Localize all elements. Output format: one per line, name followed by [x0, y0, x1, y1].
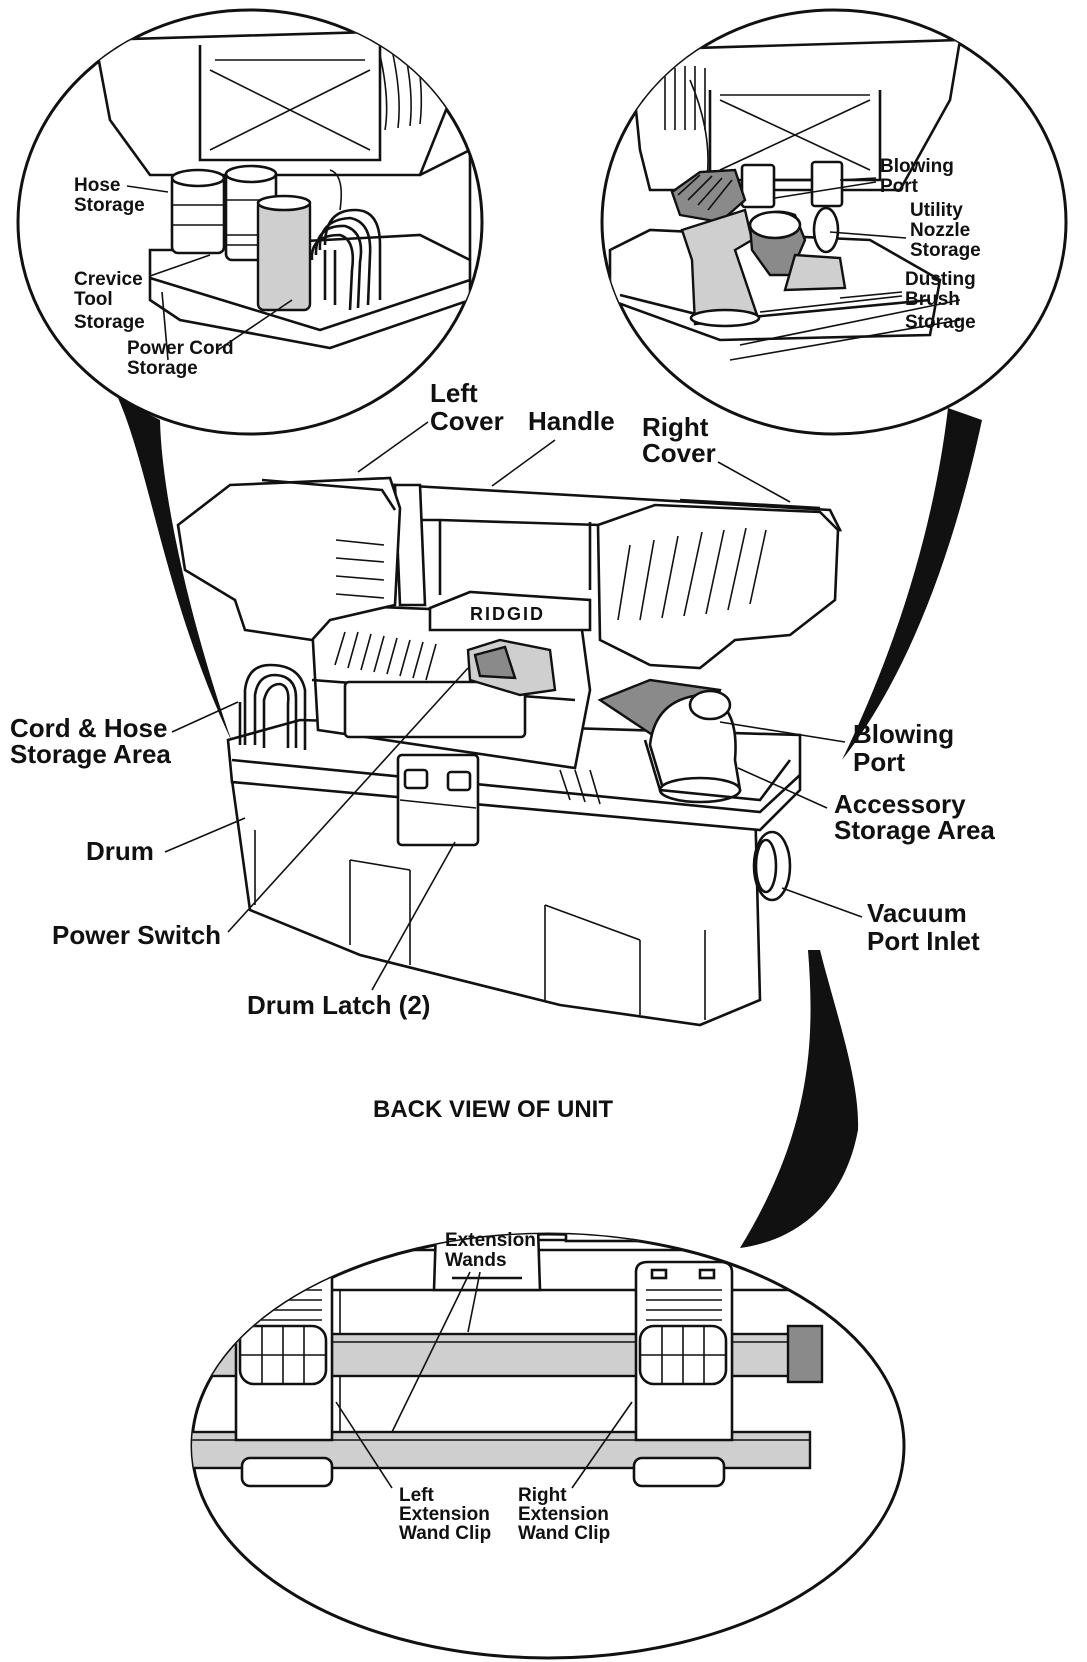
main-leader-lines: [164, 421, 863, 991]
left-extension-wand-clip-label: Left Extension Wand Clip: [399, 1485, 495, 1544]
hose-storage-label: Hose Storage: [74, 175, 145, 216]
blowing-port-label: Blowing Port: [853, 719, 961, 777]
drum-body: [230, 778, 762, 1027]
right-extension-wand-clip-label: Right Extension Wand Clip: [518, 1485, 614, 1544]
drum-label: Drum: [86, 836, 154, 866]
utility-nozzle-storage-label: Utility Nozzle Storage: [910, 200, 981, 261]
back-view-vents: [360, 1148, 612, 1178]
hose-storage-callout: Hose Storage Crevice Tool Storage Power …: [16, 8, 484, 436]
cord-hose-storage-area-label: Cord & Hose Storage Area: [10, 713, 175, 769]
right-extension-wand-clip: [634, 1260, 734, 1442]
power-switch-label: Power Switch: [52, 920, 221, 950]
back-view-title: BACK VIEW OF UNIT: [373, 1096, 613, 1123]
left-cover-label: Left Cover: [430, 378, 504, 436]
callout-connector-left: [118, 398, 232, 742]
accessory-storage-callout: Blowing Port Utility Nozzle Storage Dust…: [600, 8, 1068, 436]
blowing-port-storage-label: Blowing Port: [880, 156, 959, 197]
wet-dry-vac-main-unit: RIDGID: [176, 476, 843, 1027]
drum-latch: [396, 753, 480, 847]
cord-hose-storage-area: [238, 663, 307, 750]
left-cover: [176, 476, 402, 642]
callout-connector-bottom: [740, 950, 859, 1248]
right-cover-vents: [617, 527, 767, 621]
drum-latch-label: Drum Latch (2): [247, 990, 430, 1020]
crevice-tool-storage-label: Crevice Tool Storage: [74, 269, 148, 333]
blowing-port-elbow: [597, 678, 742, 804]
handle-label: Handle: [528, 406, 615, 436]
dusting-brush-storage-label: Dusting Brush Storage: [905, 269, 981, 333]
left-extension-wand-clip: [234, 1260, 334, 1442]
left-cover-vents: [335, 539, 385, 599]
motor-head-vents: [334, 631, 437, 681]
callout-connector-right: [842, 408, 982, 760]
extension-wands-label-pocket: [432, 1234, 542, 1292]
right-cover: [596, 503, 840, 670]
extension-wands-label: Extension Wands: [445, 1230, 541, 1271]
power-cord-storage-label: Power Cord Storage: [127, 338, 239, 379]
right-cover-label: Right Cover: [642, 412, 716, 468]
brand-panel: [428, 590, 592, 632]
vacuum-port-inlet-label: Vacuum Port Inlet: [867, 898, 980, 956]
accessory-storage-area-label: Accessory Storage Area: [834, 789, 995, 845]
brand-logo: RIDGID: [470, 604, 545, 624]
